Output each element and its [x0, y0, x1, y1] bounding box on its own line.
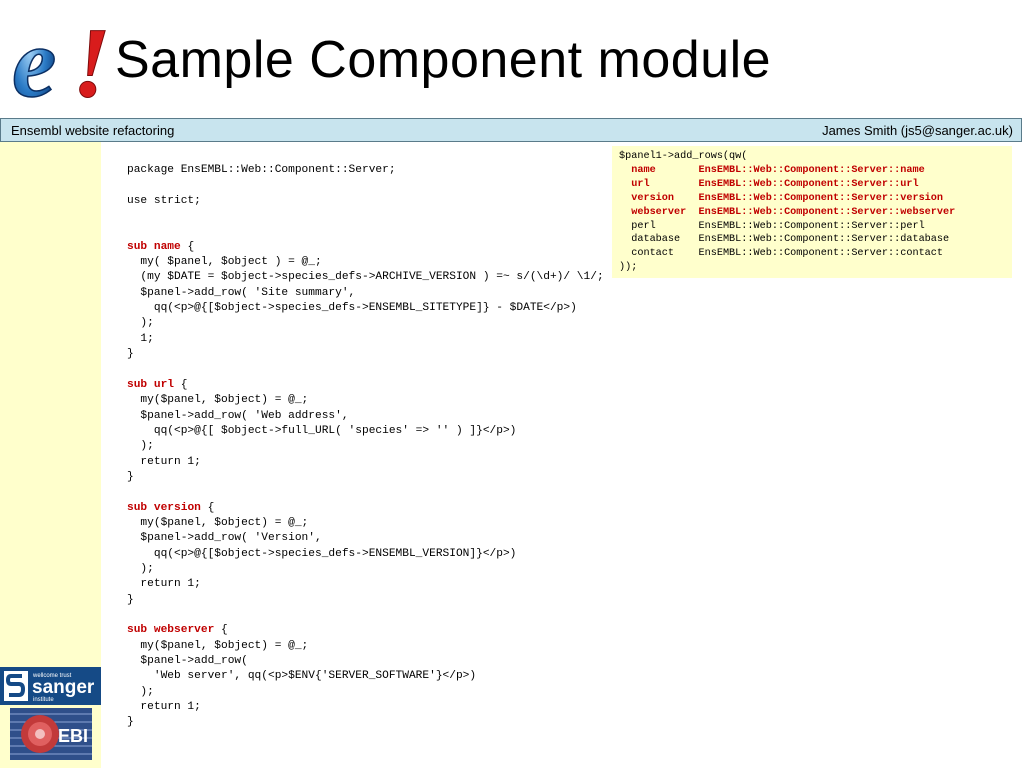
row-key: url — [619, 178, 699, 190]
code-line: my($panel, $object) = @_; — [127, 516, 309, 529]
row-value: EnsEMBL::Web::Component::Server::contact — [698, 248, 944, 260]
sub-keyword: sub — [127, 501, 148, 514]
sub-keyword: sub — [127, 378, 148, 391]
code-line: qq(<p>@{[ $object->full_URL( 'species' =… — [127, 424, 517, 437]
code-line: (my $DATE = $object->species_defs->ARCHI… — [127, 271, 604, 284]
code-line: $panel->add_row( 'Web address', — [127, 409, 349, 422]
add-rows-close: )); — [619, 262, 638, 274]
sub-name-webserver: webserver — [153, 624, 215, 637]
sanger-small-text: wellcome trust — [32, 673, 72, 679]
ebi-logo-icon: EBI — [10, 708, 92, 760]
code-line: ); — [127, 440, 154, 453]
close-brace: } — [127, 716, 134, 729]
row-value: EnsEMBL::Web::Component::Server::url — [698, 178, 919, 190]
svg-text:!: ! — [72, 10, 111, 110]
open-brace: { — [180, 240, 195, 253]
open-brace: { — [200, 501, 215, 514]
row-value: EnsEMBL::Web::Component::Server::name — [698, 164, 925, 176]
add-rows-panel — [612, 146, 1012, 278]
ensembl-e-logo-icon: e ! — [11, 10, 111, 110]
row-key: webserver — [619, 206, 699, 218]
sub-keyword: sub — [127, 240, 148, 253]
close-brace: } — [127, 348, 134, 361]
code-line: 1; — [127, 332, 154, 345]
sanger-sub-text: institute — [33, 697, 54, 703]
sub-name-name: name — [153, 240, 181, 253]
open-brace: { — [214, 624, 228, 637]
row-value: EnsEMBL::Web::Component::Server::databas… — [698, 234, 950, 246]
package-line: package EnsEMBL::Web::Component::Server; — [127, 164, 396, 176]
code-line: return 1; — [127, 455, 201, 468]
code-line: my( $panel, $object ) = @_; — [127, 256, 322, 269]
code-line: my($panel, $object) = @_; — [127, 639, 309, 652]
code-line: $panel->add_row( — [127, 655, 248, 667]
use-strict-line: use strict; — [127, 194, 201, 207]
header-bar: Ensembl website refactoring James Smith … — [0, 118, 1022, 142]
close-brace: } — [127, 593, 134, 606]
row-value: EnsEMBL::Web::Component::Server::version — [698, 192, 944, 204]
code-line: ); — [127, 562, 154, 575]
sub-name-url: url — [153, 378, 175, 391]
left-column — [0, 142, 101, 768]
code-line: return 1; — [127, 701, 201, 714]
code-line: $panel->add_row( 'Site summary', — [127, 286, 356, 299]
add-rows-code: $panel1->add_rows(qw( name EnsEMBL::Web:… — [619, 150, 955, 275]
project-label: Ensembl website refactoring — [11, 123, 175, 138]
add-rows-open: $panel1->add_rows(qw( — [619, 151, 748, 162]
ebi-graphic: EBI — [10, 708, 92, 760]
row-key: version — [619, 192, 699, 204]
row-value: EnsEMBL::Web::Component::Server::webserv… — [698, 206, 956, 218]
svg-text:e: e — [12, 10, 56, 110]
row-key: database — [619, 234, 699, 246]
sub-keyword: sub — [127, 624, 148, 637]
row-value: EnsEMBL::Web::Component::Server::perl — [698, 220, 925, 232]
slide-title: Sample Component module — [115, 31, 772, 89]
code-line: 'Web server', qq(<p>$ENV{'SERVER_SOFTWAR… — [127, 670, 477, 683]
open-brace: { — [174, 378, 188, 391]
code-line: qq(<p>@{[$object->species_defs->ENSEMBL_… — [127, 302, 577, 315]
code-listing: package EnsEMBL::Web::Component::Server;… — [127, 163, 604, 731]
sanger-main-text: sanger — [32, 677, 95, 698]
row-key: contact — [619, 248, 699, 260]
code-line: qq(<p>@{[$object->species_defs->ENSEMBL_… — [127, 547, 517, 560]
row-key: name — [619, 164, 699, 176]
code-line: my($panel, $object) = @_; — [127, 394, 309, 407]
ebi-text: EBI — [58, 726, 88, 746]
code-line: return 1; — [127, 578, 201, 591]
row-key: perl — [619, 220, 699, 232]
code-line: $panel->add_row( 'Version', — [127, 532, 322, 545]
sanger-graphic: wellcome trust sanger institute — [4, 671, 95, 703]
code-line: ); — [127, 685, 154, 698]
close-brace: } — [127, 470, 134, 483]
code-line: ); — [127, 317, 154, 330]
sanger-institute-logo-icon: wellcome trust sanger institute — [0, 667, 101, 705]
author-label: James Smith (js5@sanger.ac.uk) — [822, 123, 1013, 138]
sub-name-version: version — [153, 501, 201, 514]
